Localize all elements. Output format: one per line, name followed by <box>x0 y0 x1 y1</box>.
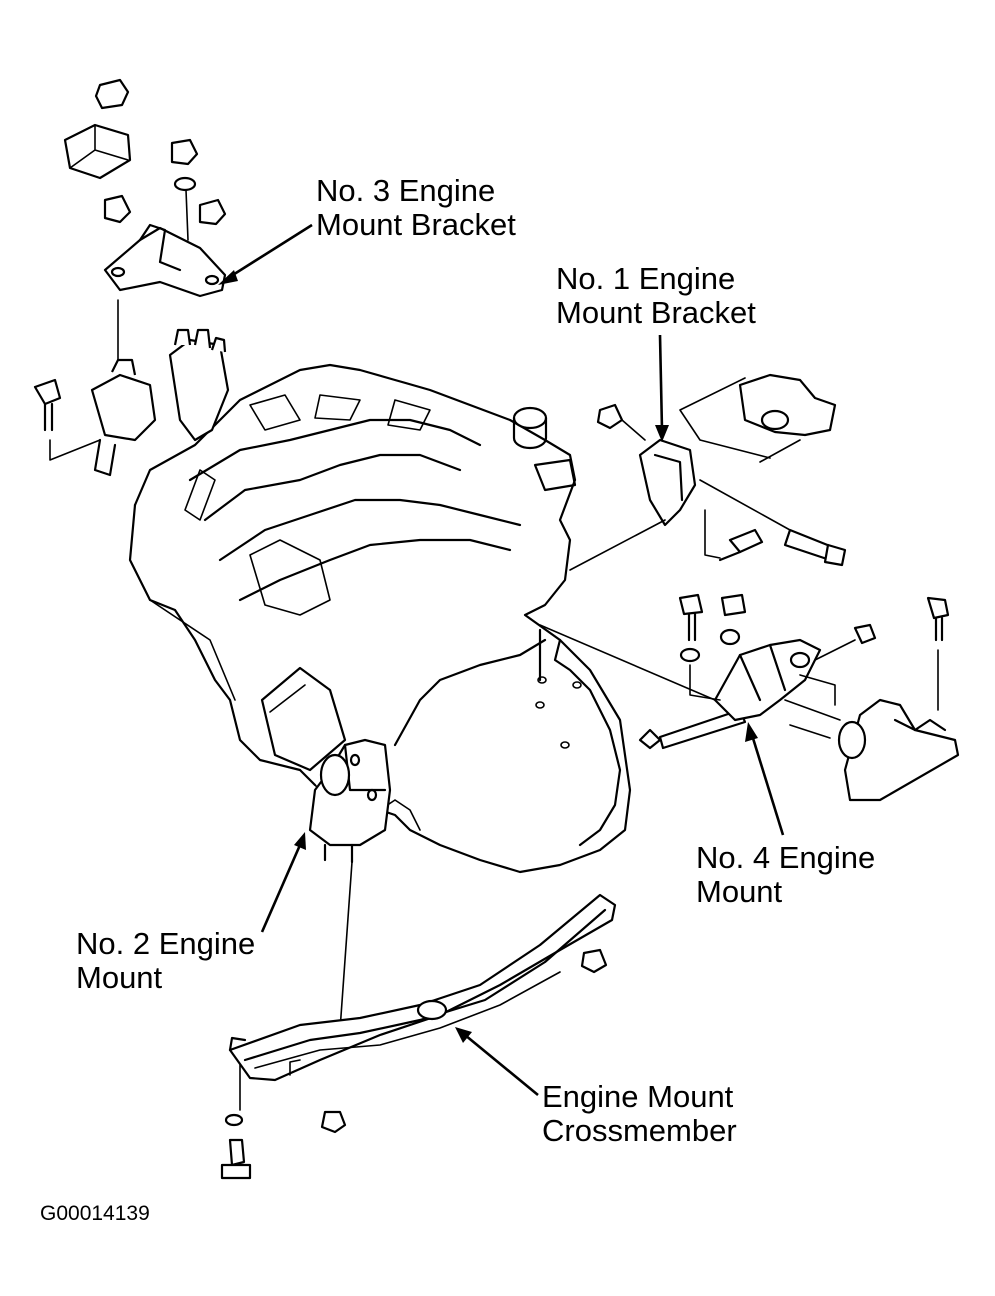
crossmember-part <box>220 893 617 1180</box>
label-line: Mount <box>696 874 783 909</box>
label-line: Crossmember <box>542 1113 737 1148</box>
engine-block <box>128 363 632 874</box>
label-no3-engine-mount-bracket: No. 3 Engine Mount Bracket <box>316 174 516 242</box>
label-line: No. 1 Engine <box>556 261 736 296</box>
label-line: No. 4 Engine <box>696 840 876 875</box>
label-line: Engine Mount <box>542 1079 734 1114</box>
label-line: No. 3 Engine <box>316 173 496 208</box>
label-line: No. 2 Engine <box>76 926 256 961</box>
no4-mount-part <box>539 593 960 802</box>
label-line: Mount <box>76 960 163 995</box>
leader-arrows <box>218 223 785 1097</box>
no2-engine-mount-part <box>308 738 392 1031</box>
label-line: Mount Bracket <box>556 295 756 330</box>
label-no2-engine-mount: No. 2 Engine Mount <box>76 927 255 995</box>
label-engine-mount-crossmember: Engine Mount Crossmember <box>542 1080 737 1148</box>
no1-bracket-part <box>569 373 847 571</box>
no3-bracket-part <box>33 78 230 477</box>
label-no4-engine-mount: No. 4 Engine Mount <box>696 841 875 909</box>
label-no1-engine-mount-bracket: No. 1 Engine Mount Bracket <box>556 262 756 330</box>
label-line: Mount Bracket <box>316 207 516 242</box>
figure-code: G00014139 <box>40 1202 150 1225</box>
